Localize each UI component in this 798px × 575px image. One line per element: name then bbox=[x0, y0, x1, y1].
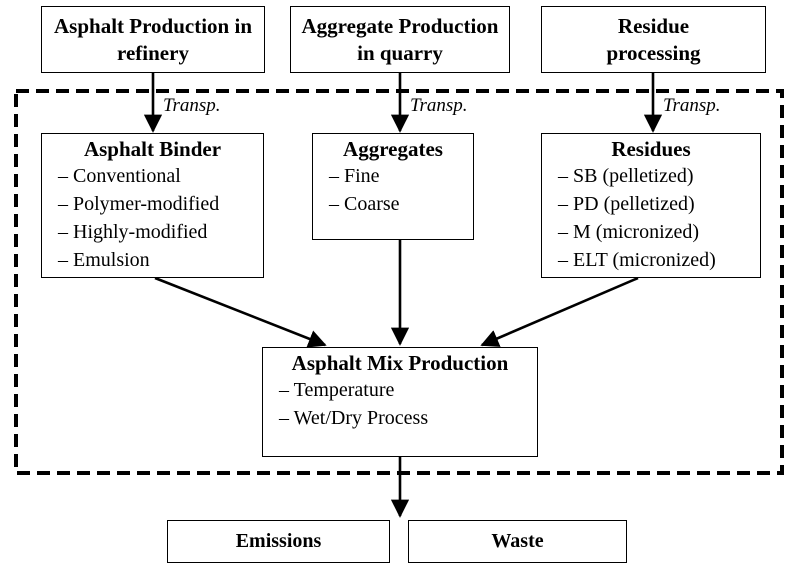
mix-list: – Temperature – Wet/Dry Process bbox=[263, 376, 537, 432]
source-box-quarry: Aggregate Production in quarry bbox=[290, 6, 510, 73]
list-item: – Conventional bbox=[58, 165, 181, 187]
source-refinery-line2: refinery bbox=[117, 40, 189, 65]
list-item: – Polymer-modified bbox=[58, 193, 220, 215]
source-residue-line1: Residue bbox=[617, 13, 690, 38]
source-quarry-line2: in quarry bbox=[357, 40, 443, 65]
list-item: – SB (pelletized) bbox=[558, 165, 694, 187]
aggregates-list: – Fine – Coarse bbox=[313, 162, 473, 218]
residues-list: – SB (pelletized) – PD (pelletized) – M … bbox=[542, 162, 760, 274]
arrow-binder-to-mix bbox=[154, 276, 327, 348]
source-box-refinery: Asphalt Production in refinery bbox=[41, 6, 265, 73]
transport-label-residues: Transp. bbox=[663, 95, 721, 116]
list-item: – Coarse bbox=[329, 193, 400, 215]
transport-label-binder: Transp. bbox=[163, 95, 221, 116]
component-box-residues: Residues – SB (pelletized) – PD (pelleti… bbox=[541, 133, 761, 278]
list-item: – M (micronized) bbox=[558, 221, 700, 243]
list-item: – Wet/Dry Process bbox=[279, 407, 429, 429]
aggregates-title: Aggregates bbox=[343, 137, 443, 161]
binder-list: – Conventional – Polymer-modified – High… bbox=[42, 162, 263, 274]
output-box-emissions: Emissions bbox=[167, 520, 390, 563]
component-box-asphalt-binder: Asphalt Binder – Conventional – Polymer-… bbox=[41, 133, 264, 278]
list-item: – Fine bbox=[329, 165, 380, 187]
arrow-residues-to-mix bbox=[480, 276, 639, 347]
output-box-waste: Waste bbox=[408, 520, 627, 563]
list-item: – Emulsion bbox=[58, 249, 150, 271]
source-residue-line2: processing bbox=[606, 40, 701, 65]
transport-label-aggregates: Transp. bbox=[410, 95, 468, 116]
binder-title: Asphalt Binder bbox=[83, 137, 222, 161]
mix-title: Asphalt Mix Production bbox=[291, 351, 509, 375]
waste-label: Waste bbox=[491, 530, 544, 552]
residues-title: Residues bbox=[611, 137, 691, 161]
list-item: – Highly-modified bbox=[58, 221, 208, 243]
list-item: – ELT (micronized) bbox=[558, 249, 716, 271]
source-refinery-line1: Asphalt Production in bbox=[54, 13, 252, 38]
asphalt-mix-production-box: Asphalt Mix Production – Temperature – W… bbox=[262, 347, 538, 457]
list-item: – Temperature bbox=[279, 379, 395, 401]
list-item: – PD (pelletized) bbox=[558, 193, 695, 215]
source-box-residue-processing: Residue processing bbox=[541, 6, 766, 73]
emissions-label: Emissions bbox=[235, 530, 322, 552]
source-quarry-line1: Aggregate Production bbox=[301, 13, 499, 38]
component-box-aggregates: Aggregates – Fine – Coarse bbox=[312, 133, 474, 240]
